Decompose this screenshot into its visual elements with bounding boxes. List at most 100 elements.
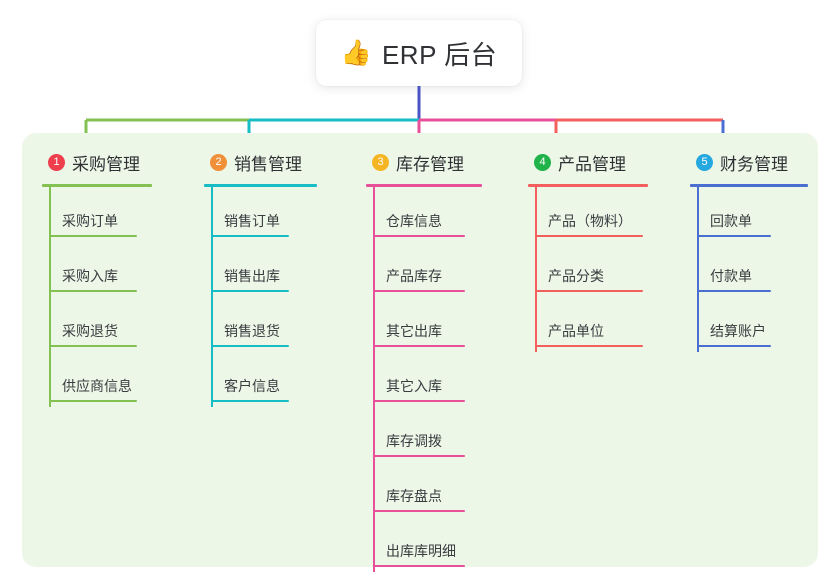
branch-item-rule [49,400,137,402]
branch-spine-5 [697,187,699,352]
branch-item-label: 付款单 [710,268,752,284]
branch-item[interactable]: 销售订单 [198,187,348,242]
branch-item-rule [373,235,465,237]
branch-title-4: 产品管理 [558,154,626,174]
branch-spine-1 [49,187,51,407]
branch-item-rule [373,510,465,512]
branch-column-5: 5 财务管理回款单付款单结算账户 [684,146,824,352]
branch-item-rule [697,345,771,347]
branch-spine-2 [211,187,213,407]
branch-item-rule [697,290,771,292]
branch-item-label: 库存调拨 [386,433,442,449]
branch-items-1: 采购订单采购入库采购退货供应商信息 [36,187,186,407]
branch-item-rule [535,345,643,347]
branch-item-label: 出库库明细 [386,543,456,559]
branch-item-label: 采购退货 [62,323,118,339]
branch-item[interactable]: 产品单位 [522,297,672,352]
branch-item[interactable]: 出库库明细 [360,517,510,572]
branch-item-label: 销售订单 [224,213,280,229]
branch-spine-4 [535,187,537,352]
branch-item-rule [49,235,137,237]
branch-item[interactable]: 库存调拨 [360,407,510,462]
branch-item-rule [535,235,643,237]
branch-underline-4 [528,184,648,187]
branch-underline-3 [366,184,482,187]
branch-item-label: 销售出库 [224,268,280,284]
branch-item-rule [211,235,289,237]
branch-item-rule [373,400,465,402]
branch-underline-1 [42,184,152,187]
branch-badge-2: 2 [210,153,227,171]
branch-item-label: 产品分类 [548,268,604,284]
branch-item-rule [211,290,289,292]
branch-column-3: 3 库存管理仓库信息产品库存其它出库其它入库库存调拨库存盘点出库库明细 [360,146,510,572]
branch-item[interactable]: 回款单 [684,187,824,242]
branch-item[interactable]: 付款单 [684,242,824,297]
branch-item-rule [373,290,465,292]
root-node[interactable]: 👍 ERP 后台 [316,20,522,86]
branch-header-2[interactable]: 2 销售管理 [198,146,348,178]
branch-item[interactable]: 采购退货 [36,297,186,352]
branch-item-label: 产品单位 [548,323,604,339]
branch-header-1[interactable]: 1 采购管理 [36,146,186,178]
branch-underline-5 [690,184,808,187]
branch-title-3: 库存管理 [396,154,464,174]
branch-item-label: 销售退货 [224,323,280,339]
branch-item[interactable]: 供应商信息 [36,352,186,407]
root-node-label: ERP 后台 [381,39,498,70]
branch-item-label: 采购订单 [62,213,118,229]
branch-title-1: 采购管理 [72,154,140,174]
branch-item[interactable]: 销售退货 [198,297,348,352]
branch-item[interactable]: 产品库存 [360,242,510,297]
branch-badge-4: 4 [534,153,551,171]
branch-item[interactable]: 客户信息 [198,352,348,407]
branch-items-4: 产品（物料） 产品分类产品单位 [522,187,672,352]
branch-item[interactable]: 结算账户 [684,297,824,352]
branch-item-rule [211,400,289,402]
branch-items-2: 销售订单销售出库销售退货客户信息 [198,187,348,407]
branch-column-4: 4 产品管理产品（物料） 产品分类产品单位 [522,146,672,352]
branch-item-label: 产品库存 [386,268,442,284]
branch-badge-1: 1 [48,153,65,171]
branch-title-2: 销售管理 [234,154,302,174]
branch-item[interactable]: 库存盘点 [360,462,510,517]
branch-item-label: 产品（物料） [548,213,632,229]
branch-item-rule [373,565,465,567]
branch-item-label: 客户信息 [224,378,280,394]
branch-header-3[interactable]: 3 库存管理 [360,146,510,178]
branch-item-label: 回款单 [710,213,752,229]
branch-column-1: 1 采购管理采购订单采购入库采购退货供应商信息 [36,146,186,407]
branch-item-label: 其它出库 [386,323,442,339]
branch-item-rule [49,290,137,292]
branches-panel: 1 采购管理采购订单采购入库采购退货供应商信息 2 销售管理销售订单销售出库销售退货客… [22,133,818,572]
branch-badge-5: 5 [696,153,713,171]
branch-item[interactable]: 销售出库 [198,242,348,297]
branch-item-label: 仓库信息 [386,213,442,229]
branch-column-2: 2 销售管理销售订单销售出库销售退货客户信息 [198,146,348,407]
branch-item-label: 其它入库 [386,378,442,394]
branch-item-rule [211,345,289,347]
branch-items-5: 回款单付款单结算账户 [684,187,824,352]
branch-item[interactable]: 其它出库 [360,297,510,352]
branch-item-rule [49,345,137,347]
branch-item[interactable]: 其它入库 [360,352,510,407]
branch-item-rule [373,345,465,347]
branch-item[interactable]: 产品（物料） [522,187,672,242]
branch-header-5[interactable]: 5 财务管理 [684,146,824,178]
branch-item[interactable]: 产品分类 [522,242,672,297]
branch-item-label: 库存盘点 [386,488,442,504]
branch-spine-3 [373,187,375,572]
branch-title-5: 财务管理 [720,154,788,174]
branch-item-rule [373,455,465,457]
branch-item[interactable]: 采购入库 [36,242,186,297]
root-node-content: 👍 ERP 后台 [341,35,497,72]
branch-item-rule [697,235,771,237]
branch-item[interactable]: 采购订单 [36,187,186,242]
branch-underline-2 [204,184,317,187]
branch-item-rule [535,290,643,292]
branch-badge-3: 3 [372,153,389,171]
branch-item[interactable]: 仓库信息 [360,187,510,242]
branch-item-label: 采购入库 [62,268,118,284]
branch-header-4[interactable]: 4 产品管理 [522,146,672,178]
